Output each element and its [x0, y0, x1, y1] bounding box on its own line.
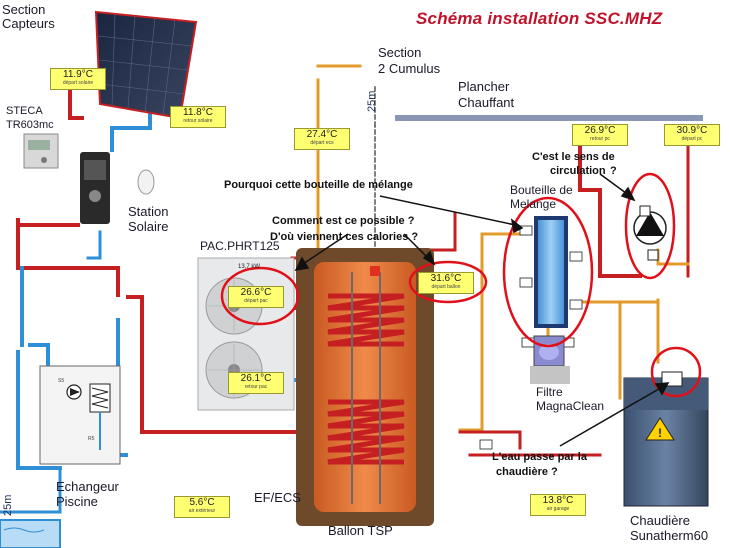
label-filtre-2: MagnaClean [536, 399, 605, 413]
label-bouteille-2: Melange [510, 197, 557, 211]
question-sens-2: circulation [550, 165, 606, 177]
label-pac-model: PAC.PHRT125 [200, 239, 280, 253]
label-plancher-1: Plancher [458, 79, 510, 94]
label-length-left: 25m [2, 494, 14, 516]
tank-bottom-coil [327, 399, 405, 465]
svg-text:!: ! [658, 426, 662, 440]
label-section-capteurs-1: Section [2, 2, 46, 17]
label-section-capteurs-2: Capteurs [2, 16, 55, 31]
mixing-bottle [479, 216, 583, 450]
question-sens-1: C'est le sens de [532, 151, 615, 163]
question-eau-2: chaudière ? [496, 466, 558, 478]
buffer-tank [296, 248, 434, 526]
question-pourquoi: Pourquoi cette bouteille de mélange [224, 179, 413, 191]
diagram-title: Schéma installation SSC.MHZ [416, 9, 663, 28]
pool-exchanger: S5 R5 [39, 365, 121, 465]
highlight-bottle [502, 196, 594, 348]
label-steca-2: TR603mc [6, 119, 54, 131]
label-filtre-1: Filtre [536, 385, 563, 399]
label-ballon: Ballon TSP [328, 523, 393, 538]
pac-display: 13,7 kW [238, 264, 261, 270]
steca-controller [23, 133, 59, 169]
svg-text:S5: S5 [58, 378, 64, 384]
label-efecs: EF/ECS [254, 490, 301, 505]
label-chaudiere-1: Chaudière [630, 513, 690, 528]
label-section-cumulus-1: Section [378, 45, 422, 60]
question-comment: Comment est ce possible ? [272, 215, 415, 227]
highlight-pump [624, 172, 676, 280]
solar-collector [94, 10, 198, 120]
label-section-cumulus-2: 2 Cumulus [378, 61, 441, 76]
label-echangeur-1: Echangeur [56, 479, 119, 494]
label-chaudiere-2: Sunatherm60 [630, 528, 709, 543]
highlight-tank-temp [408, 260, 488, 304]
label-steca-1: STECA [6, 105, 43, 117]
question-dou: D'où viennent ces calories ? [270, 231, 419, 243]
boiler: ! [623, 371, 709, 507]
highlight-boiler [650, 346, 702, 398]
question-eau-1: L'eau passe par la [492, 451, 587, 463]
label-echangeur-2: Piscine [56, 494, 98, 509]
magnaclean-filter [530, 335, 570, 384]
pool [0, 519, 61, 548]
question-highlights [220, 172, 702, 398]
question-arrows [294, 173, 670, 447]
question-sens-3: ? [610, 165, 617, 177]
label-station-1: Station [128, 204, 169, 219]
label-plancher-2: Chauffant [458, 95, 515, 110]
tank-top-coil [327, 293, 405, 347]
svg-text:R5: R5 [88, 436, 95, 442]
circulation-pump [633, 205, 667, 261]
label-length-top: 25m [366, 90, 378, 112]
label-bouteille-1: Bouteille de [510, 183, 573, 197]
solar-station [80, 152, 155, 224]
label-station-2: Solaire [128, 219, 169, 234]
highlight-pac-temp [220, 266, 300, 326]
